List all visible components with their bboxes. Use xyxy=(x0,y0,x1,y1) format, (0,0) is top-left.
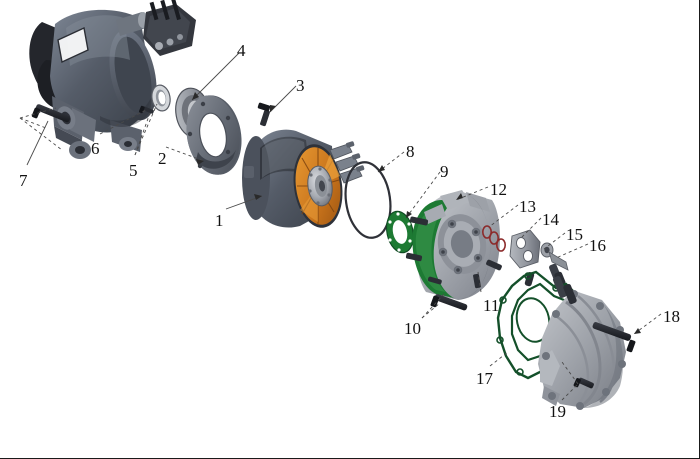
part-7-housing-bolt xyxy=(31,104,71,123)
gear-case-cover xyxy=(538,276,626,410)
callout-label-4: 4 xyxy=(237,41,246,60)
part-8-o-ring xyxy=(344,161,392,239)
callout-label-2: 2 xyxy=(158,149,167,168)
callout-label-17: 17 xyxy=(476,369,493,388)
callout-label-7: 7 xyxy=(19,171,28,190)
callout-label-14: 14 xyxy=(542,210,559,229)
part-10-case-bolt xyxy=(430,294,468,311)
leader-lines xyxy=(19,52,662,401)
part-5-shim-washer xyxy=(138,105,154,114)
callout-label-3: 3 xyxy=(296,76,305,95)
callout-label-16: 16 xyxy=(589,236,606,255)
callout-label-19: 19 xyxy=(549,402,566,421)
callout-label-12: 12 xyxy=(490,180,507,199)
callout-label-1: 1 xyxy=(215,211,224,230)
callout-label-5: 5 xyxy=(129,161,138,180)
part-9-gasket-ring xyxy=(386,210,414,254)
callout-label-18: 18 xyxy=(663,307,680,326)
callout-label-6: 6 xyxy=(91,139,100,158)
part-13-o-ring-set xyxy=(481,225,506,252)
callout-label-15: 15 xyxy=(566,225,583,244)
part-12-gear-case xyxy=(405,190,502,300)
part-2-mounting-flange xyxy=(186,95,242,175)
part-14-shift-plate xyxy=(509,229,541,269)
callout-label-11: 11 xyxy=(483,296,500,315)
part-6-seal-ring xyxy=(151,84,171,112)
part-3-screw xyxy=(257,102,271,127)
callout-label-8: 8 xyxy=(406,142,415,161)
part-18-cover-bolt xyxy=(592,322,636,353)
callout-label-10: 10 xyxy=(404,319,421,338)
callout-label-13: 13 xyxy=(519,197,536,216)
part-1-motor-stator xyxy=(242,129,365,228)
motor-housing-group xyxy=(29,0,196,159)
callout-label-9: 9 xyxy=(440,162,449,181)
